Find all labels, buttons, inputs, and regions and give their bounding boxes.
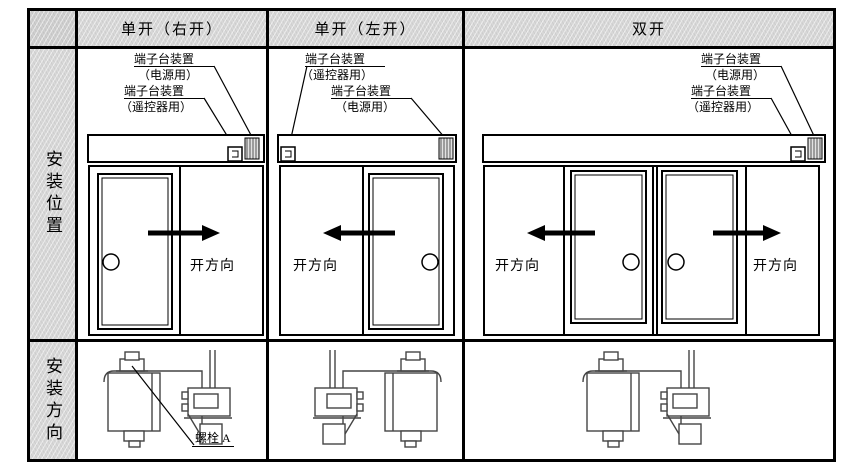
door-panel bbox=[97, 173, 173, 330]
door-handle bbox=[421, 253, 439, 271]
power-terminal-icon bbox=[438, 137, 454, 160]
header-single-left-label: 单开（左开） bbox=[314, 22, 417, 38]
row-label-position-text: 安装位置 bbox=[43, 150, 62, 238]
cell-direction-single-right: 螺栓 A bbox=[78, 342, 266, 459]
header-double-label: 双开 bbox=[631, 22, 666, 38]
remote-terminal-label-line2: （遥控器用） bbox=[301, 68, 374, 82]
header-single-left: 单开（左开） bbox=[269, 11, 462, 46]
power-terminal-label-line1: 端子台装置 bbox=[701, 52, 781, 67]
door-panel bbox=[368, 173, 444, 330]
cell-direction-single-left bbox=[269, 342, 462, 459]
right-door-handle bbox=[667, 253, 685, 271]
left-door-handle bbox=[622, 253, 640, 271]
open-direction-label: 开方向 bbox=[293, 259, 338, 274]
cell-position-single-left: 端子台装置 （遥控器用） 端子台装置 （电源用） 开方向 bbox=[269, 49, 462, 339]
double-door-diagram bbox=[482, 65, 826, 336]
open-direction-label-left: 开方向 bbox=[495, 259, 540, 274]
remote-terminal-icon bbox=[790, 146, 806, 162]
door-rail bbox=[482, 134, 826, 163]
remote-terminal-label-line1: 端子台装置 bbox=[691, 84, 771, 99]
header-double: 双开 bbox=[465, 11, 833, 46]
mount-bracket-assembly bbox=[582, 349, 712, 448]
installation-table: 单开（右开） 单开（左开） 双开 安装位置 端子台装置 （电源用） 端子台装置 bbox=[27, 8, 836, 462]
mount-bracket-assembly bbox=[312, 349, 442, 448]
mount-drawing-left bbox=[312, 349, 442, 448]
cell-direction-double bbox=[465, 342, 833, 459]
mount-drawing-right bbox=[103, 349, 233, 448]
door-rail bbox=[277, 134, 457, 163]
single-right-door-diagram bbox=[87, 65, 265, 336]
power-terminal-icon bbox=[244, 137, 260, 160]
corner-cell bbox=[30, 11, 75, 46]
bolt-a-leader bbox=[131, 365, 195, 446]
power-terminal-label-line2: （电源用） bbox=[335, 100, 396, 114]
open-direction-label: 开方向 bbox=[190, 259, 235, 274]
remote-terminal-label-line1: 端子台装置 bbox=[305, 52, 385, 67]
door-handle bbox=[102, 253, 120, 271]
row-label-position: 安装位置 bbox=[30, 49, 75, 339]
power-terminal-label-line1: 端子台装置 bbox=[331, 84, 411, 99]
row-label-direction: 安装方向 bbox=[30, 342, 75, 459]
header-single-right-label: 单开（右开） bbox=[120, 22, 223, 38]
right-door-panel bbox=[661, 170, 738, 324]
single-left-door-diagram bbox=[277, 65, 457, 336]
cell-position-single-right: 端子台装置 （电源用） 端子台装置 （遥控器用） 开方向 bbox=[78, 49, 266, 339]
door-frame bbox=[483, 165, 820, 336]
remote-terminal-label-line2: （遥控器用） bbox=[120, 100, 193, 114]
power-terminal-icon bbox=[807, 137, 823, 160]
header-single-right: 单开（右开） bbox=[78, 11, 266, 46]
power-terminal-label-line2: （电源用） bbox=[138, 68, 199, 82]
cell-position-double: 端子台装置 （电源用） 端子台装置 （遥控器用） 开方向 开方向 bbox=[465, 49, 833, 339]
row-label-direction-text: 安装方向 bbox=[43, 356, 62, 445]
open-direction-label-right: 开方向 bbox=[753, 259, 798, 274]
power-terminal-label-line1: 端子台装置 bbox=[134, 52, 214, 67]
remote-terminal-icon bbox=[227, 146, 243, 162]
remote-terminal-icon bbox=[280, 146, 296, 162]
remote-terminal-label-line1: 端子台装置 bbox=[124, 84, 204, 99]
remote-terminal-label-line2: （遥控器用） bbox=[687, 100, 760, 114]
bolt-a-label: 螺栓 A bbox=[192, 432, 234, 447]
mount-drawing-double bbox=[582, 349, 712, 448]
left-door-panel bbox=[570, 170, 647, 324]
power-terminal-label-line2: （电源用） bbox=[705, 68, 766, 82]
